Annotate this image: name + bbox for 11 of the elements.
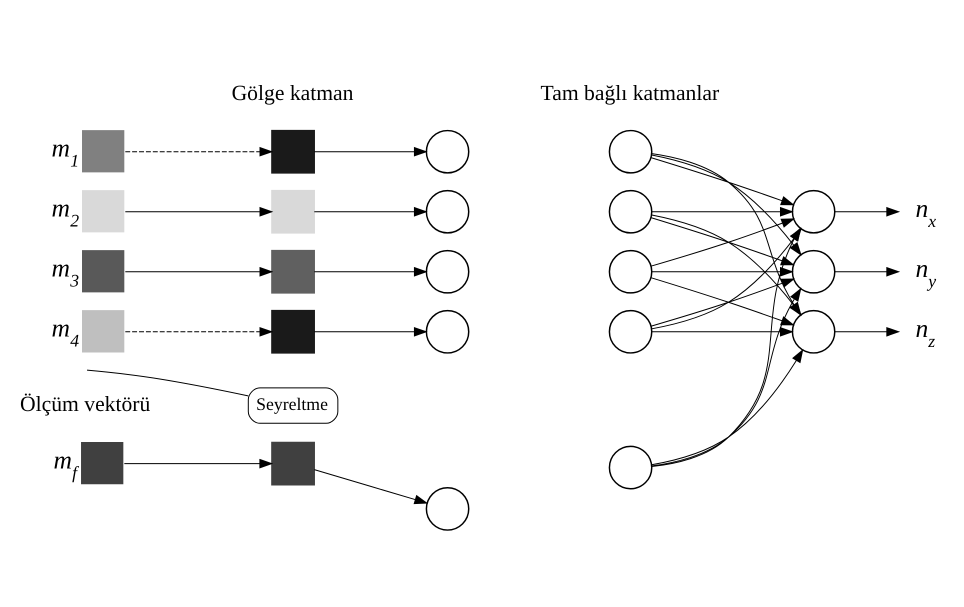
node-text: n$_{z}$: [915, 314, 936, 352]
label: Ölçüm vektörü: [20, 392, 150, 416]
node-label: m$_{3}$: [52, 253, 80, 290]
label: Gölge katman: [232, 81, 354, 106]
node-label: m$_{2}$: [52, 193, 80, 230]
node-label: m$_{f}$: [53, 445, 78, 482]
node-text: n$_{x}$: [915, 194, 936, 231]
node-text: n$_{y}$: [915, 254, 936, 291]
node-label: m$_{4}$: [52, 314, 80, 351]
node-label: m$_{1}$: [52, 133, 80, 170]
label: Tam bağlı katmanlar: [540, 81, 720, 106]
